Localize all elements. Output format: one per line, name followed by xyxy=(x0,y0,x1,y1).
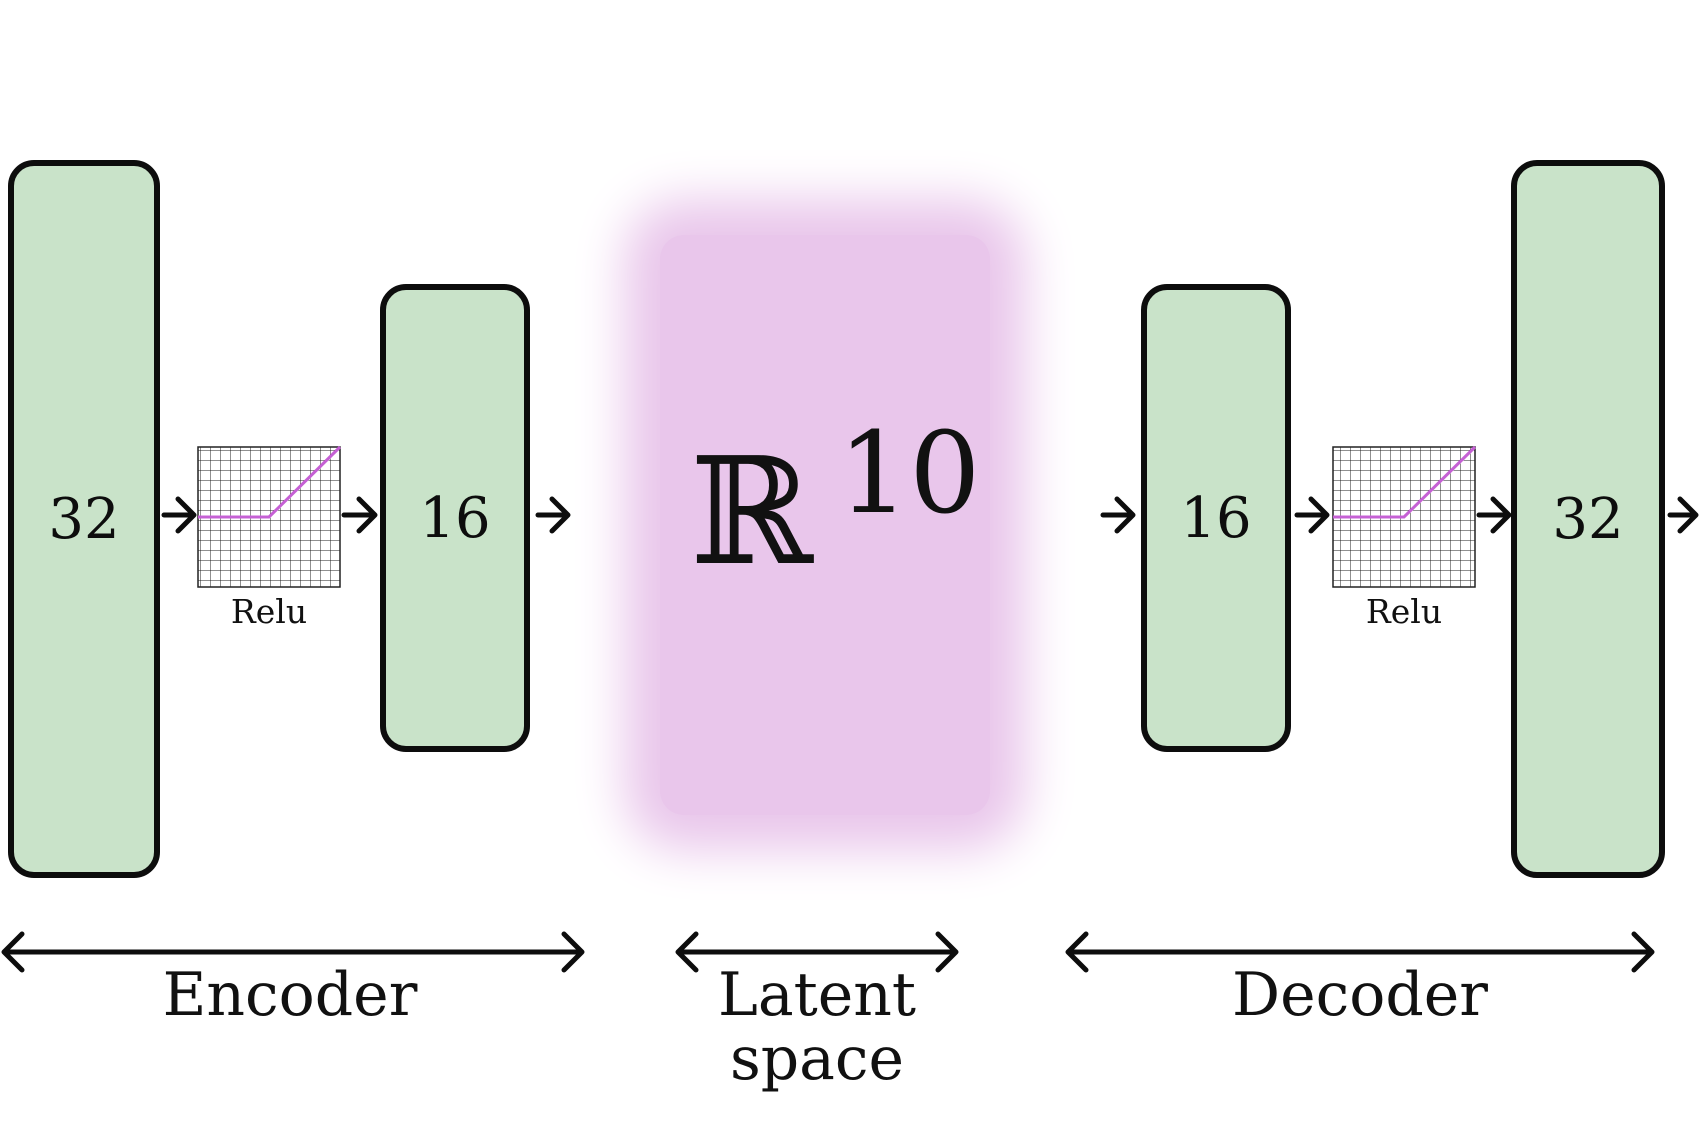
encoder-layer-32-label: 32 xyxy=(48,486,120,552)
latent-section-label: Latent space xyxy=(680,963,954,1091)
encoder-relu-icon xyxy=(197,445,342,588)
arrow-right-icon xyxy=(1100,496,1136,534)
latent-span-arrow xyxy=(675,931,959,973)
decoder-section-label: Decoder xyxy=(1232,960,1488,1030)
latent-space-region xyxy=(660,235,990,815)
encoder-layer-16-label: 16 xyxy=(419,485,491,551)
encoder-layer-32: 32 xyxy=(8,160,160,878)
encoder-layer-16: 16 xyxy=(380,284,530,752)
decoder-layer-32: 32 xyxy=(1511,160,1665,878)
encoder-relu-label: Relu xyxy=(230,592,308,631)
arrow-right-icon xyxy=(341,496,378,534)
decoder-layer-16-label: 16 xyxy=(1180,485,1252,551)
latent-label-line1: Latent xyxy=(718,960,916,1030)
arrow-right-icon xyxy=(1294,496,1330,534)
latent-label-line2: space xyxy=(729,1024,905,1094)
decoder-layer-32-label: 32 xyxy=(1552,486,1624,552)
arrow-right-icon xyxy=(161,496,197,534)
encoder-span-arrow xyxy=(1,931,585,973)
arrow-right-icon xyxy=(1667,496,1699,534)
decoder-relu-label: Relu xyxy=(1365,592,1443,631)
latent-real-symbol: ℝ xyxy=(690,426,813,598)
latent-dimension-exponent: 10 xyxy=(838,409,981,539)
decoder-relu-icon xyxy=(1332,445,1477,588)
encoder-section-label: Encoder xyxy=(162,960,418,1030)
decoder-layer-16: 16 xyxy=(1141,284,1291,752)
decoder-span-arrow xyxy=(1065,931,1655,973)
arrow-right-icon xyxy=(535,496,571,534)
arrow-right-icon xyxy=(1476,496,1512,534)
